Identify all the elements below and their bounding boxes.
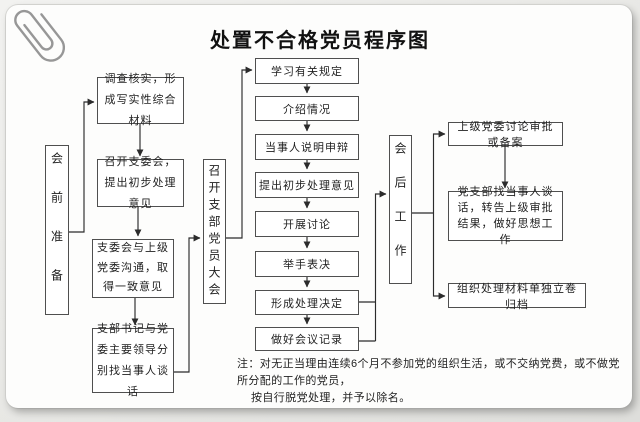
node-secretary-talks: 支部书记与党委主要领导分别找当事人谈话 bbox=[92, 323, 174, 398]
node-propose-preliminary-opinion: 提出初步处理意见 bbox=[255, 172, 359, 198]
lane-pre-meeting-label: 会前准备 bbox=[49, 152, 64, 308]
footnote-line-2: 按自行脱党处理，并予以除名。 bbox=[251, 392, 411, 404]
node-vote-by-hand: 举手表决 bbox=[255, 251, 359, 277]
node-form-decision: 形成处理决定 bbox=[255, 290, 359, 315]
page-title: 处置不合格党员程序图 bbox=[210, 30, 430, 52]
lane-post-meeting-label: 会后工作 bbox=[393, 141, 407, 278]
lane-pre-meeting: 会前准备 bbox=[45, 145, 69, 315]
node-archive-materials: 组织处理材料单独立卷归档 bbox=[448, 283, 586, 311]
node-discussion: 开展讨论 bbox=[255, 211, 359, 237]
node-introduce-situation: 介绍情况 bbox=[255, 96, 359, 121]
footnote-line-1: 注：对无正当理由连续6个月不参加党的组织生活，或不交纳党费，或不做党所分配的工作… bbox=[237, 358, 620, 387]
node-study-rules: 学习有关规定 bbox=[255, 58, 359, 84]
node-meeting-minutes: 做好会议记录 bbox=[255, 327, 359, 351]
paperclip-icon bbox=[14, 9, 66, 62]
lane-post-meeting: 会后工作 bbox=[389, 135, 412, 284]
lane-branch-meeting: 召开支部党员大会 bbox=[203, 159, 226, 304]
node-party-statement-defense: 当事人说明申辩 bbox=[255, 134, 359, 160]
lane-branch-meeting-label: 召开支部党员大会 bbox=[207, 163, 221, 300]
node-branch-committee-meeting: 召开支委会，提出初步处理意见 bbox=[97, 156, 184, 210]
footnote: 注：对无正当理由连续6个月不参加党的组织生活，或不交纳党费，或不做党所分配的工作… bbox=[237, 356, 629, 407]
node-higher-committee-approval: 上级党委讨论审批或备案 bbox=[448, 121, 563, 149]
node-communicate-higher-committee: 支委会与上级党委沟通，取得一致意见 bbox=[92, 239, 174, 298]
